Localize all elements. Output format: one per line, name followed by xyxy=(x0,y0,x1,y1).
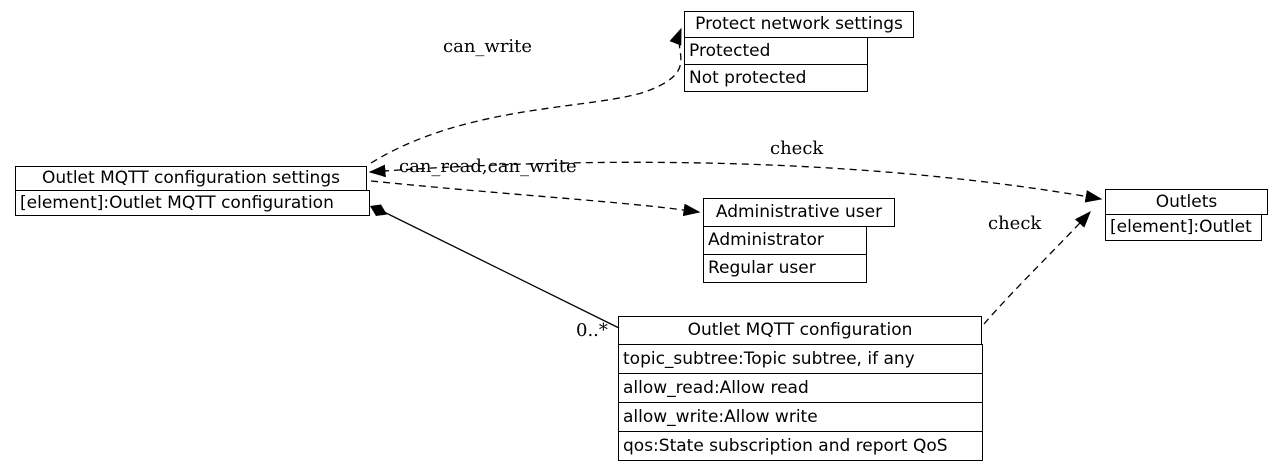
edge-label-can-write: can_write xyxy=(443,36,533,57)
edge-can-read-can-write xyxy=(370,180,701,217)
node-config-row: qos:State subscription and report QoS xyxy=(618,431,983,461)
node-protect-row: Not protected xyxy=(684,64,868,92)
node-outlets-title: Outlets xyxy=(1105,189,1268,215)
node-admin-user-row: Administrator xyxy=(703,226,867,255)
edge-label-can-read-can-write: can_read,can_write xyxy=(399,156,577,177)
composition-diamond-icon xyxy=(370,204,387,216)
edge-composition xyxy=(379,209,620,329)
node-protect-row: Protected xyxy=(684,37,868,65)
node-settings-title: Outlet MQTT configuration settings xyxy=(15,166,367,191)
edge-label-check-right: check xyxy=(988,213,1042,234)
edge-label-check-top: check xyxy=(770,138,824,159)
node-admin-user-row: Regular user xyxy=(703,254,867,283)
node-admin-user-title: Administrative user xyxy=(703,198,895,227)
node-settings-row: [element]:Outlet MQTT configuration xyxy=(15,190,370,216)
node-outlets-row: [element]:Outlet xyxy=(1105,214,1262,241)
node-config-row: allow_read:Allow read xyxy=(618,373,983,403)
edge-label-multiplicity: 0..* xyxy=(576,320,608,341)
node-protect-title: Protect network settings xyxy=(684,11,914,38)
node-config-row: topic_subtree:Topic subtree, if any xyxy=(618,344,983,374)
node-config-title: Outlet MQTT configuration xyxy=(618,316,982,345)
node-config-row: allow_write:Allow write xyxy=(618,402,983,432)
